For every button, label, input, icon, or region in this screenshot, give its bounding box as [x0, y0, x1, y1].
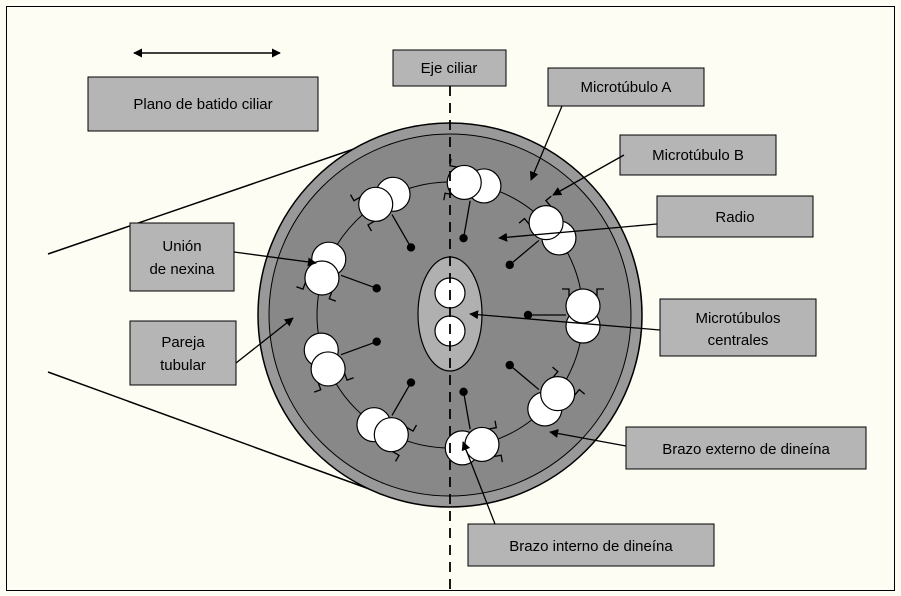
microtubule-a: [446, 164, 482, 201]
arrow-microtubule-a: [529, 105, 563, 181]
label-microtubule-a: Microtúbulo A: [547, 67, 705, 107]
spoke-head: [459, 233, 468, 243]
label-plane-text: Plano de batido ciliar: [133, 96, 272, 113]
microtubule-a: [373, 417, 409, 453]
perspective-line-top: [47, 139, 381, 255]
arrow-radius: [498, 223, 658, 242]
label-central-line1: Microtúbulos: [695, 310, 780, 327]
radial-spoke: [509, 239, 540, 266]
arrow-pair: [235, 317, 294, 364]
spoke-head: [406, 243, 416, 252]
arrow-nexin: [233, 251, 317, 267]
radial-spoke: [391, 214, 412, 248]
spoke-head: [505, 260, 514, 270]
label-radius: Radio: [656, 195, 814, 238]
microtubule-a: [464, 426, 500, 463]
label-plane: Plano de batido ciliar: [87, 76, 319, 132]
radial-spokes: [340, 200, 566, 430]
arrow-outer-arm: [549, 429, 627, 447]
label-axis-text: Eje ciliar: [421, 60, 478, 77]
spoke-head: [372, 284, 381, 293]
label-pair-line1: Pareja: [161, 334, 205, 351]
label-outer-arm: Brazo externo de dineína: [625, 426, 867, 470]
label-inner-arm: Brazo interno de dineína: [467, 523, 715, 567]
label-radius-text: Radio: [715, 209, 754, 226]
microtubule-a: [565, 288, 601, 324]
arrow-central: [469, 310, 661, 331]
label-inner-arm-text: Brazo interno de dineína: [509, 538, 673, 555]
radial-spoke: [509, 364, 540, 391]
microtubule-a: [304, 260, 340, 296]
label-outer-arm-text: Brazo externo de dineína: [662, 441, 830, 458]
radial-spoke: [462, 391, 471, 430]
spoke-head: [523, 310, 533, 320]
label-nexin: Unión de nexina: [129, 222, 235, 292]
label-pair: Pareja tubular: [129, 320, 237, 386]
label-microtubule-a-text: Microtúbulo A: [581, 79, 672, 96]
label-pair-line2: tubular: [160, 357, 206, 374]
label-microtubule-b: Microtúbulo B: [619, 134, 777, 176]
arrow-inner-arm: [461, 441, 496, 525]
spoke-head: [459, 387, 468, 397]
radial-spoke: [462, 200, 471, 239]
spoke-head: [406, 378, 416, 387]
spoke-head: [372, 337, 381, 346]
radial-spoke: [391, 382, 412, 416]
microtubule-a: [528, 205, 564, 241]
frame-border: [6, 6, 895, 591]
microtubule-a: [358, 186, 394, 222]
label-central: Microtúbulos centrales: [659, 298, 817, 357]
microtubule-a: [540, 375, 576, 412]
radial-spoke: [340, 341, 377, 356]
label-nexin-line2: de nexina: [149, 261, 215, 278]
label-nexin-line1: Unión: [162, 238, 201, 255]
label-central-line2: centrales: [708, 332, 769, 349]
spoke-head: [505, 360, 514, 370]
arrow-microtubule-b: [552, 154, 625, 196]
label-microtubule-b-text: Microtúbulo B: [652, 147, 744, 164]
leader-arrows: [233, 105, 661, 525]
microtubule-a: [310, 351, 346, 387]
radial-spoke: [340, 274, 377, 289]
label-axis: Eje ciliar: [392, 49, 507, 87]
perspective-line-bottom: [47, 371, 373, 491]
